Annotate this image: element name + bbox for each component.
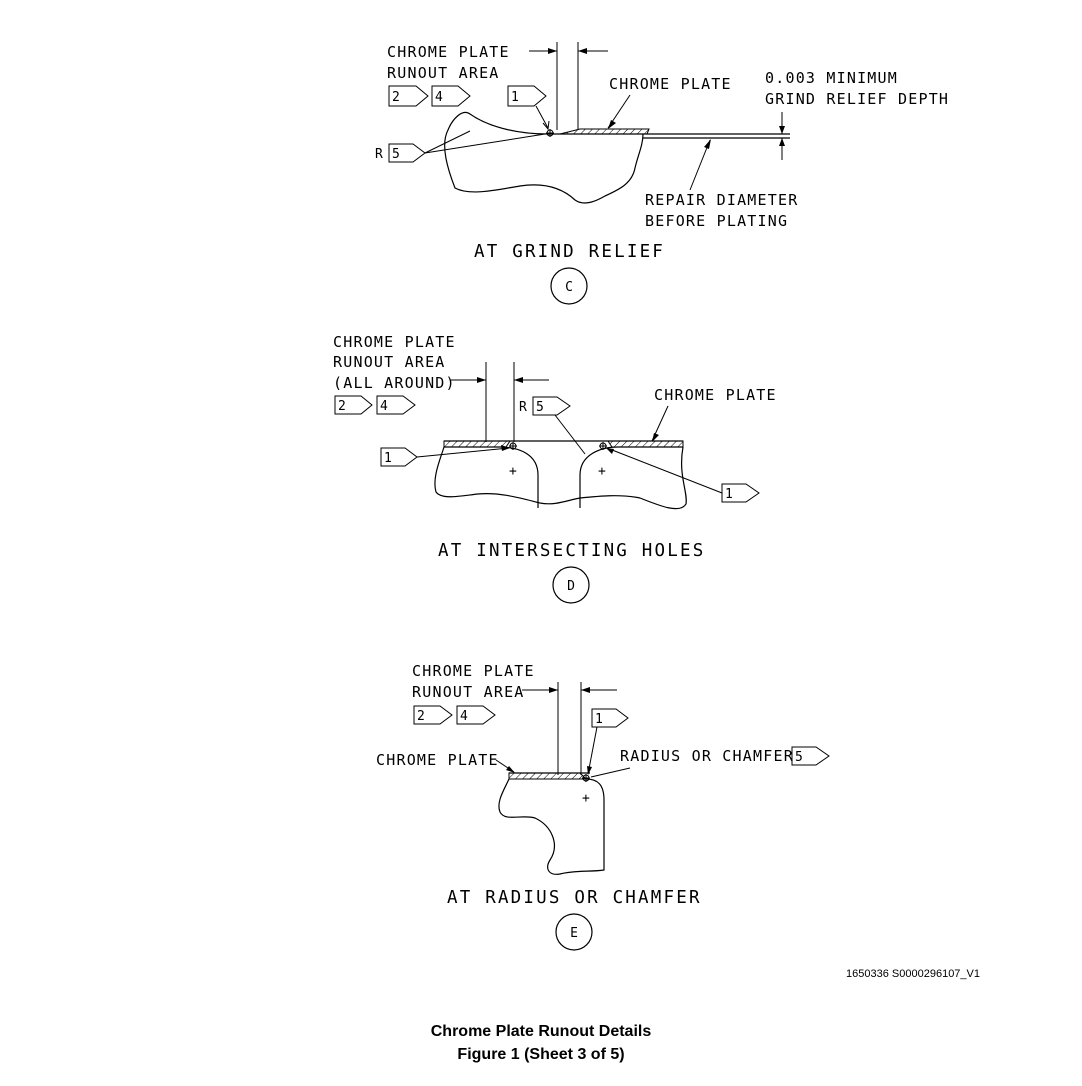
- detail-e-part-outline: [498, 778, 605, 875]
- detail-d-center-mark-left: +: [509, 464, 517, 479]
- detail-c-min-depth-label-2: GRIND RELIEF DEPTH: [765, 90, 949, 108]
- detail-c-flag-4-text: 4: [435, 90, 443, 105]
- detail-c-repair-label-1: REPAIR DIAMETER: [645, 191, 798, 209]
- detail-d-runout-label-3: (ALL AROUND): [333, 374, 456, 392]
- detail-e-leader-flag-1: [587, 726, 598, 775]
- detail-c-flag-4: 4: [431, 85, 471, 107]
- detail-d-radius-prefix: R: [519, 400, 527, 415]
- detail-d-chrome-plate-hatch-left: [443, 440, 511, 448]
- detail-d-flag-1-left: 1: [380, 447, 418, 467]
- detail-d-runout-label-2: RUNOUT AREA: [333, 353, 446, 371]
- detail-d-flag-1-right: 1: [721, 483, 760, 503]
- detail-d-chrome-plate-label: CHROME PLATE: [654, 386, 777, 404]
- detail-d-title: AT INTERSECTING HOLES: [438, 541, 705, 561]
- detail-c-part-outline: [444, 111, 644, 204]
- detail-d-leader-flag-1-left: [416, 447, 510, 458]
- detail-e-radius-chamfer-label: RADIUS OR CHAMFER: [620, 747, 794, 765]
- detail-e-runout-label-1: CHROME PLATE: [412, 662, 535, 680]
- detail-c-chrome-plate-label: CHROME PLATE: [609, 75, 732, 93]
- detail-d-letter-circle: [552, 566, 590, 604]
- detail-c-min-depth-label-1: 0.003 MINIMUM: [765, 69, 898, 87]
- detail-d-flag-4: 4: [376, 395, 416, 415]
- detail-c-chrome-plate-hatch: [559, 128, 650, 135]
- detail-d-center-mark-right: +: [598, 464, 606, 479]
- detail-e-flag-2: 2: [413, 705, 453, 725]
- detail-e-flag-1-text: 1: [595, 712, 603, 727]
- detail-c-flag-5-text: 5: [392, 147, 400, 162]
- detail-c-flag-1: 1: [507, 85, 550, 131]
- detail-c-flag-1-text: 1: [511, 90, 519, 105]
- detail-c-repair-label-2: BEFORE PLATING: [645, 212, 788, 230]
- detail-e-chrome-plate-hatch: [508, 772, 588, 780]
- detail-d-flag-1-right-text: 1: [725, 487, 733, 502]
- detail-c-group: CHROME PLATE RUNOUT AREA 2 4 1 R 5: [375, 42, 949, 305]
- detail-d-flag-2-text: 2: [338, 399, 346, 414]
- detail-d-chrome-plate-hatch-right: [607, 440, 684, 448]
- detail-e-flag-4-text: 4: [460, 709, 468, 724]
- detail-c-flag-5: 5: [388, 143, 426, 163]
- detail-e-flag-2-text: 2: [417, 709, 425, 724]
- detail-d-leader-r5: [554, 414, 586, 455]
- figure-caption-title: Chrome Plate Runout Details: [430, 1023, 652, 1040]
- detail-d-flag-5: 5: [532, 396, 571, 416]
- detail-d-runout-label-1: CHROME PLATE: [333, 333, 456, 351]
- detail-c-leader-r5-a: [424, 130, 471, 154]
- detail-e-title: AT RADIUS OR CHAMFER: [447, 888, 702, 908]
- detail-c-leader-r5-b: [424, 133, 546, 154]
- detail-d-group: CHROME PLATE RUNOUT AREA (ALL AROUND) 2 …: [333, 333, 777, 604]
- detail-c-repair-leader: [689, 139, 711, 191]
- detail-c-letter: C: [565, 280, 573, 295]
- detail-d-hole-wall-right: [579, 446, 619, 508]
- detail-e-radius-leader: [590, 767, 631, 778]
- document-id: 1650336 S0000296107_V1: [846, 968, 980, 980]
- detail-e-letter-circle: [555, 913, 593, 951]
- detail-e-letter: E: [570, 926, 578, 941]
- detail-c-letter-circle: [550, 267, 588, 305]
- detail-e-center-mark: +: [582, 791, 590, 806]
- detail-e-group: CHROME PLATE RUNOUT AREA 2 4 1 CHROME PL…: [376, 662, 830, 951]
- figure-caption-sheet: Figure 1 (Sheet 3 of 5): [457, 1046, 625, 1063]
- detail-d-flag-5-text: 5: [536, 400, 544, 415]
- detail-e-chrome-plate-label: CHROME PLATE: [376, 751, 499, 769]
- detail-e-flag-4: 4: [456, 705, 496, 725]
- detail-d-hole-wall-left: [499, 446, 539, 508]
- detail-e-runout-label-2: RUNOUT AREA: [412, 683, 525, 701]
- detail-d-flag-1-left-text: 1: [384, 451, 392, 466]
- detail-c-runout-label-1: CHROME PLATE: [387, 43, 510, 61]
- detail-e-flag-1: 1: [591, 708, 629, 728]
- detail-c-radius-prefix: R: [375, 147, 383, 162]
- detail-e-flag-5: 5: [791, 746, 830, 766]
- detail-c-runout-label-2: RUNOUT AREA: [387, 64, 500, 82]
- detail-d-leader-flag-1-right: [606, 447, 723, 494]
- detail-d-flag-4-text: 4: [380, 399, 388, 414]
- detail-c-flag-2-text: 2: [392, 90, 400, 105]
- detail-d-flag-2: 2: [334, 395, 373, 415]
- detail-d-letter: D: [567, 579, 575, 594]
- detail-c-flag-2: 2: [388, 85, 429, 107]
- detail-c-title: AT GRIND RELIEF: [474, 242, 665, 262]
- detail-e-flag-5-text: 5: [795, 750, 803, 765]
- detail-d-part-outline: [434, 446, 687, 510]
